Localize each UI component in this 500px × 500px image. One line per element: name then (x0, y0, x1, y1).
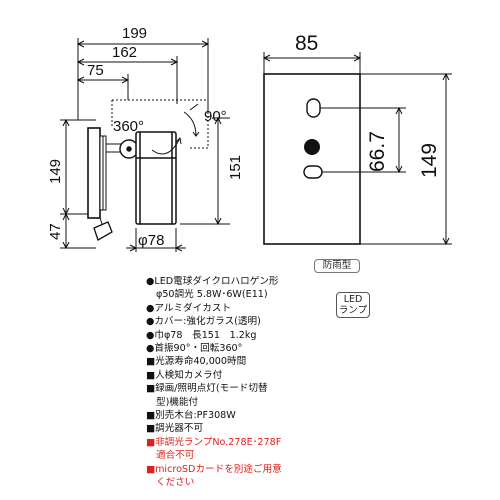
spec-item-warning: ください (156, 477, 195, 489)
wall-plate (87, 127, 101, 219)
lower-slot (303, 165, 323, 179)
led-badge-line2: ランプ (338, 305, 368, 316)
front-height-dimension (360, 72, 452, 246)
spec-item: ●アルミダイカスト (146, 302, 232, 314)
upper-slot (306, 98, 321, 118)
dim-total-height: 149 (47, 159, 64, 184)
spec-item: ●首振90°・回転360° (146, 343, 243, 355)
spec-item-warning: ■microSDカードを別途ご用意 (146, 463, 282, 475)
side-view (60, 38, 230, 252)
dim-front-width: 85 (295, 32, 318, 55)
dim-front-height: 149 (418, 143, 441, 178)
body-height-dimension (180, 116, 230, 226)
rotation-envelope (111, 99, 209, 149)
weatherproof-badge: 防雨型 (314, 259, 360, 273)
spec-item: φ50調光 5.8W･6W(E11) (156, 289, 268, 301)
spec-item-warning: ■非調光ランプNo.278E･278F (146, 436, 282, 448)
spec-item: ■光源寿命40,000時間 (146, 356, 247, 368)
spec-list: ●LED電球ダイクロハロゲン形 φ50調光 5.8W･6W(E11) ●アルミダ… (146, 275, 346, 490)
tilt-arrow (183, 111, 197, 137)
dim-overall-width: 199 (122, 25, 147, 42)
led-lamp-badge: LED ランプ (336, 292, 370, 318)
dim-slot-spacing: 66.7 (366, 131, 389, 172)
slot-spacing-dimension (320, 106, 406, 174)
dim-tilt-angle: 90° (204, 108, 227, 125)
led-badge-line1: LED (343, 294, 363, 305)
spec-item: ●巾φ78 長151 1.2kg (146, 329, 257, 341)
dim-body-height: 151 (227, 155, 244, 180)
dim-base-width: 75 (87, 62, 104, 79)
spec-item-warning: 適合不可 (156, 450, 195, 462)
front-view (262, 52, 452, 246)
spec-item: ■人検知カメラ付 (146, 369, 223, 381)
front-plate (263, 73, 361, 245)
diameter-dimension (126, 228, 186, 252)
dim-lower-height: 47 (47, 223, 64, 240)
product-dimension-drawing: 199 162 75 360° 90° 151 149 47 φ78 (47, 25, 452, 252)
spec-item: ●LED電球ダイクロハロゲン形 (146, 276, 279, 287)
spec-item: ■調光器不可 (146, 423, 204, 435)
camera-sensor (93, 221, 113, 241)
rotation-arrow (151, 137, 181, 155)
spec-item: ■別売木台:PF308W (146, 410, 236, 422)
lamp-body (135, 131, 177, 225)
dim-rotation-angle: 360° (113, 118, 144, 135)
dim-arm-width: 162 (112, 44, 137, 61)
spec-item: 型)機能付 (156, 396, 199, 408)
dim-head-diameter: φ78 (138, 232, 164, 249)
camera-lens (304, 139, 320, 155)
top-dimension-lines (76, 38, 210, 120)
spec-item: ■録画/照明点灯(モード切替 (146, 383, 268, 395)
front-width-dimension (262, 52, 362, 74)
spec-item: ●カバー:強化ガラス(透明) (146, 316, 261, 328)
